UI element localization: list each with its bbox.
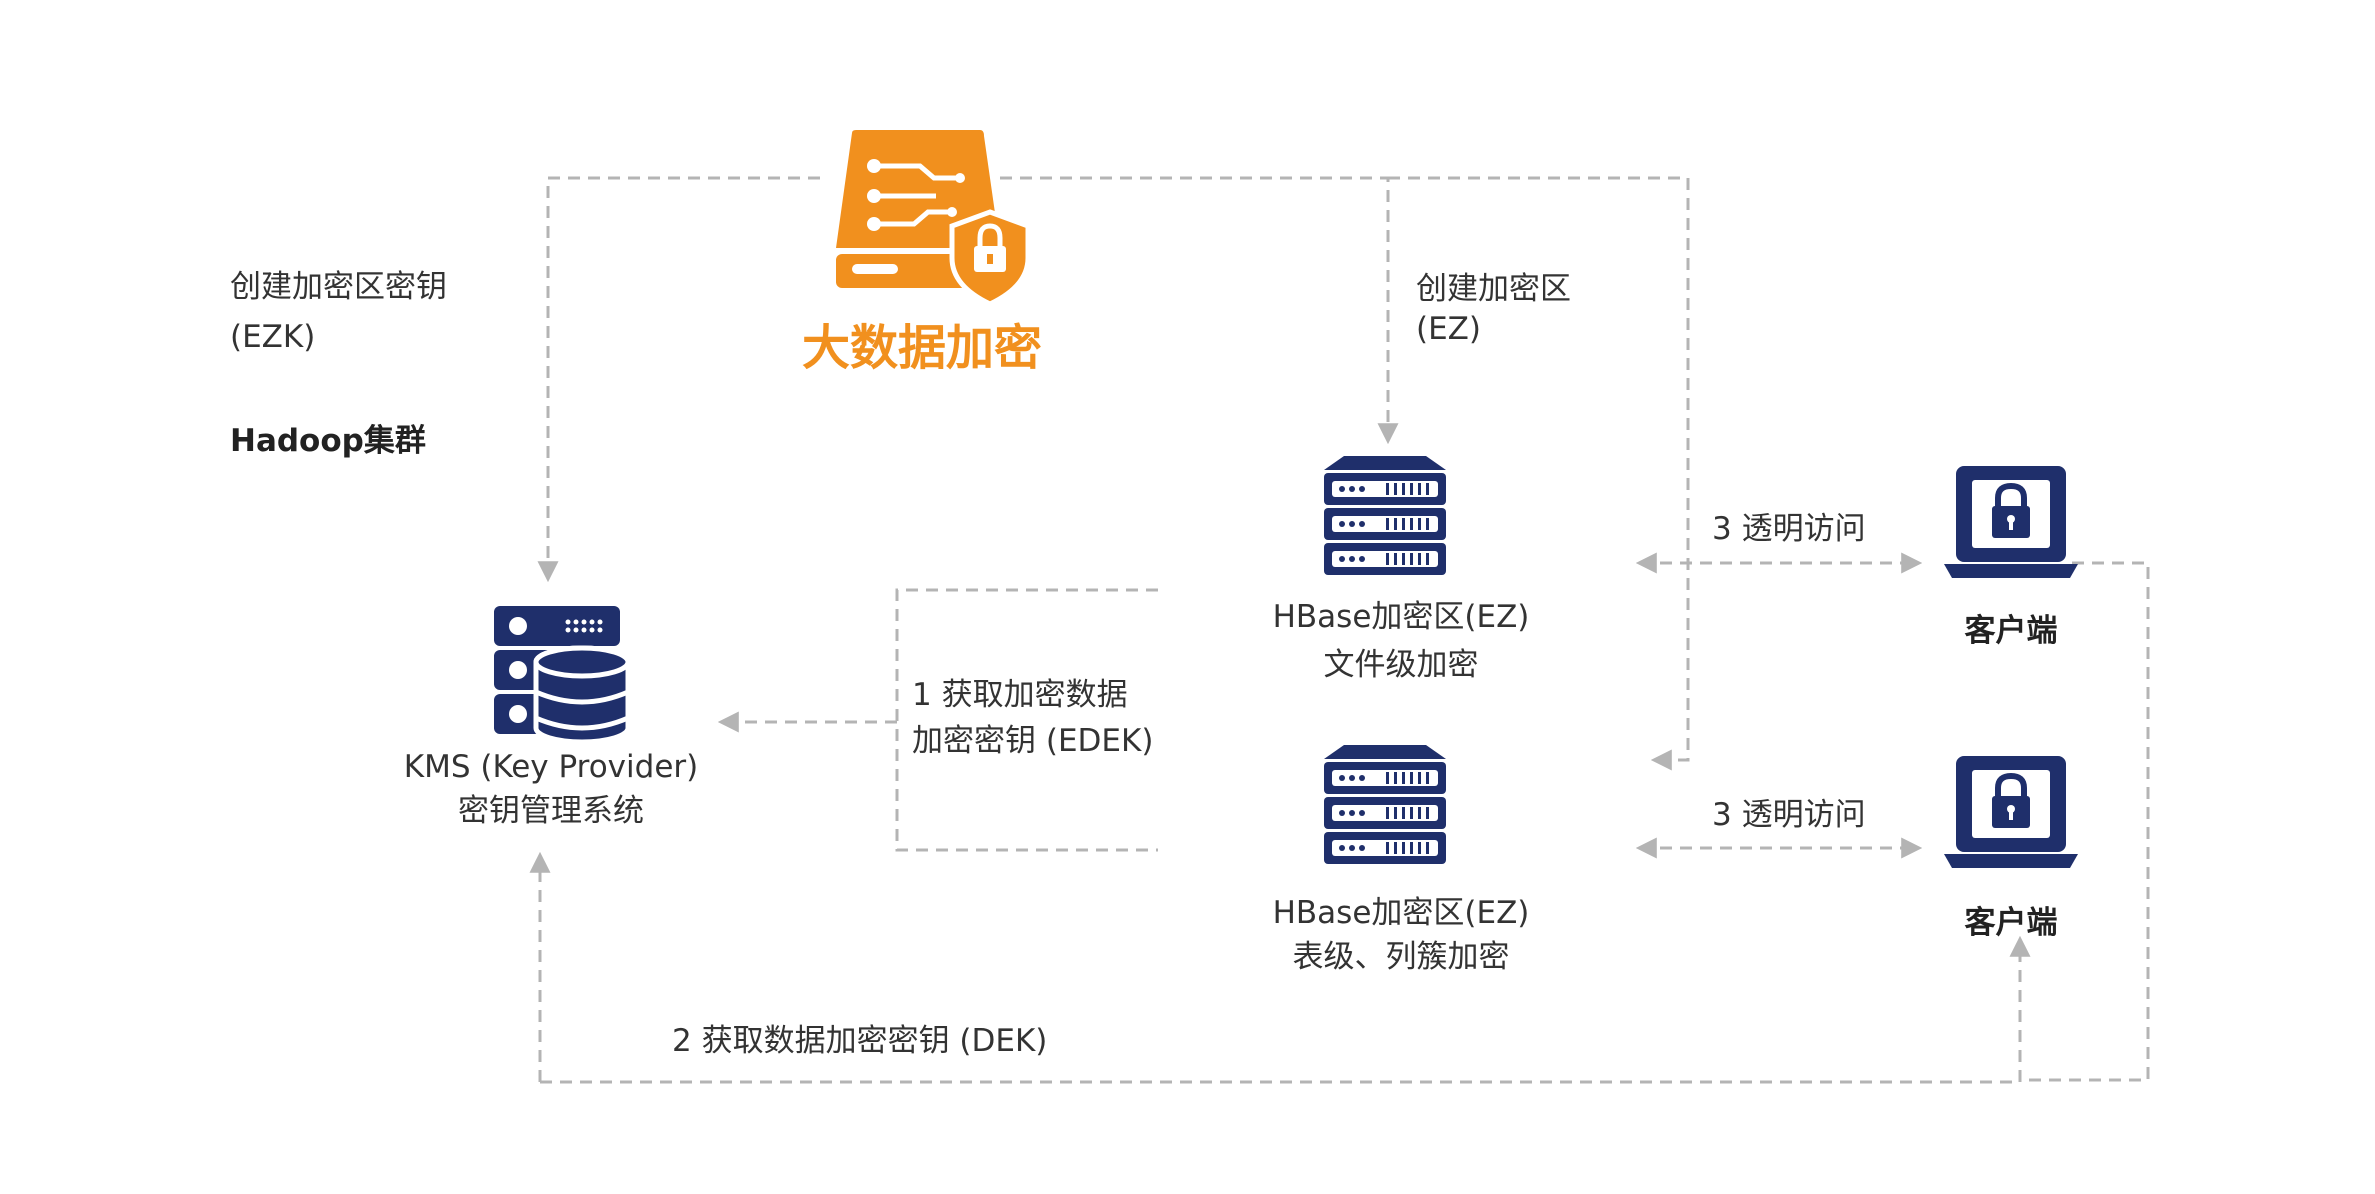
- hbase-top-label-line1: HBase加密区(EZ): [1272, 599, 1530, 635]
- connector-lines: [529, 176, 2150, 1084]
- dek-baseline: [540, 935, 2031, 1084]
- laptop-lock-icon: [1944, 466, 2078, 578]
- laptop-lock-icon: [1944, 756, 2078, 868]
- cluster-label: Hadoop集群: [230, 423, 426, 459]
- ez-label-line1: 创建加密区: [1416, 271, 1571, 307]
- server-rack-icon: [1324, 456, 1446, 575]
- database-server-icon: [494, 606, 631, 745]
- hbase-bottom-label-line1: HBase加密区(EZ): [1272, 895, 1530, 931]
- kms-label-line2: 密钥管理系统: [458, 793, 644, 829]
- ez-label-line2: (EZ): [1416, 311, 1482, 347]
- server-rack-icon: [1324, 745, 1446, 864]
- diagram-title: 大数据加密: [802, 320, 1043, 376]
- client-top-label: 客户端: [1964, 613, 2058, 649]
- access-bottom-label: 3 透明访问: [1712, 797, 1866, 833]
- database-shield-icon: [836, 130, 1031, 307]
- kms-label-line1: KMS (Key Provider): [403, 749, 699, 785]
- dek-label: 2 获取数据加密密钥 (DEK): [672, 1023, 1048, 1059]
- edek-bracket-top: [895, 588, 1158, 852]
- ezk-label-line2: (EZK): [230, 319, 316, 355]
- edek-label-line2: 加密密钥 (EDEK): [912, 723, 1154, 759]
- ezk-connector: [537, 176, 820, 583]
- hbase-top-label-line2: 文件级加密: [1323, 647, 1479, 683]
- client-bottom-label: 客户端: [1964, 905, 2058, 941]
- edek-label-line1: 1 获取加密数据: [912, 677, 1128, 713]
- hbase-bottom-label-line2: 表级、列簇加密: [1292, 939, 1510, 975]
- ez-connector: [1000, 176, 1399, 445]
- access-top-label: 3 透明访问: [1712, 511, 1866, 547]
- ezk-label-line1: 创建加密区密钥: [230, 269, 447, 305]
- right-rail-connector: [1388, 176, 1690, 771]
